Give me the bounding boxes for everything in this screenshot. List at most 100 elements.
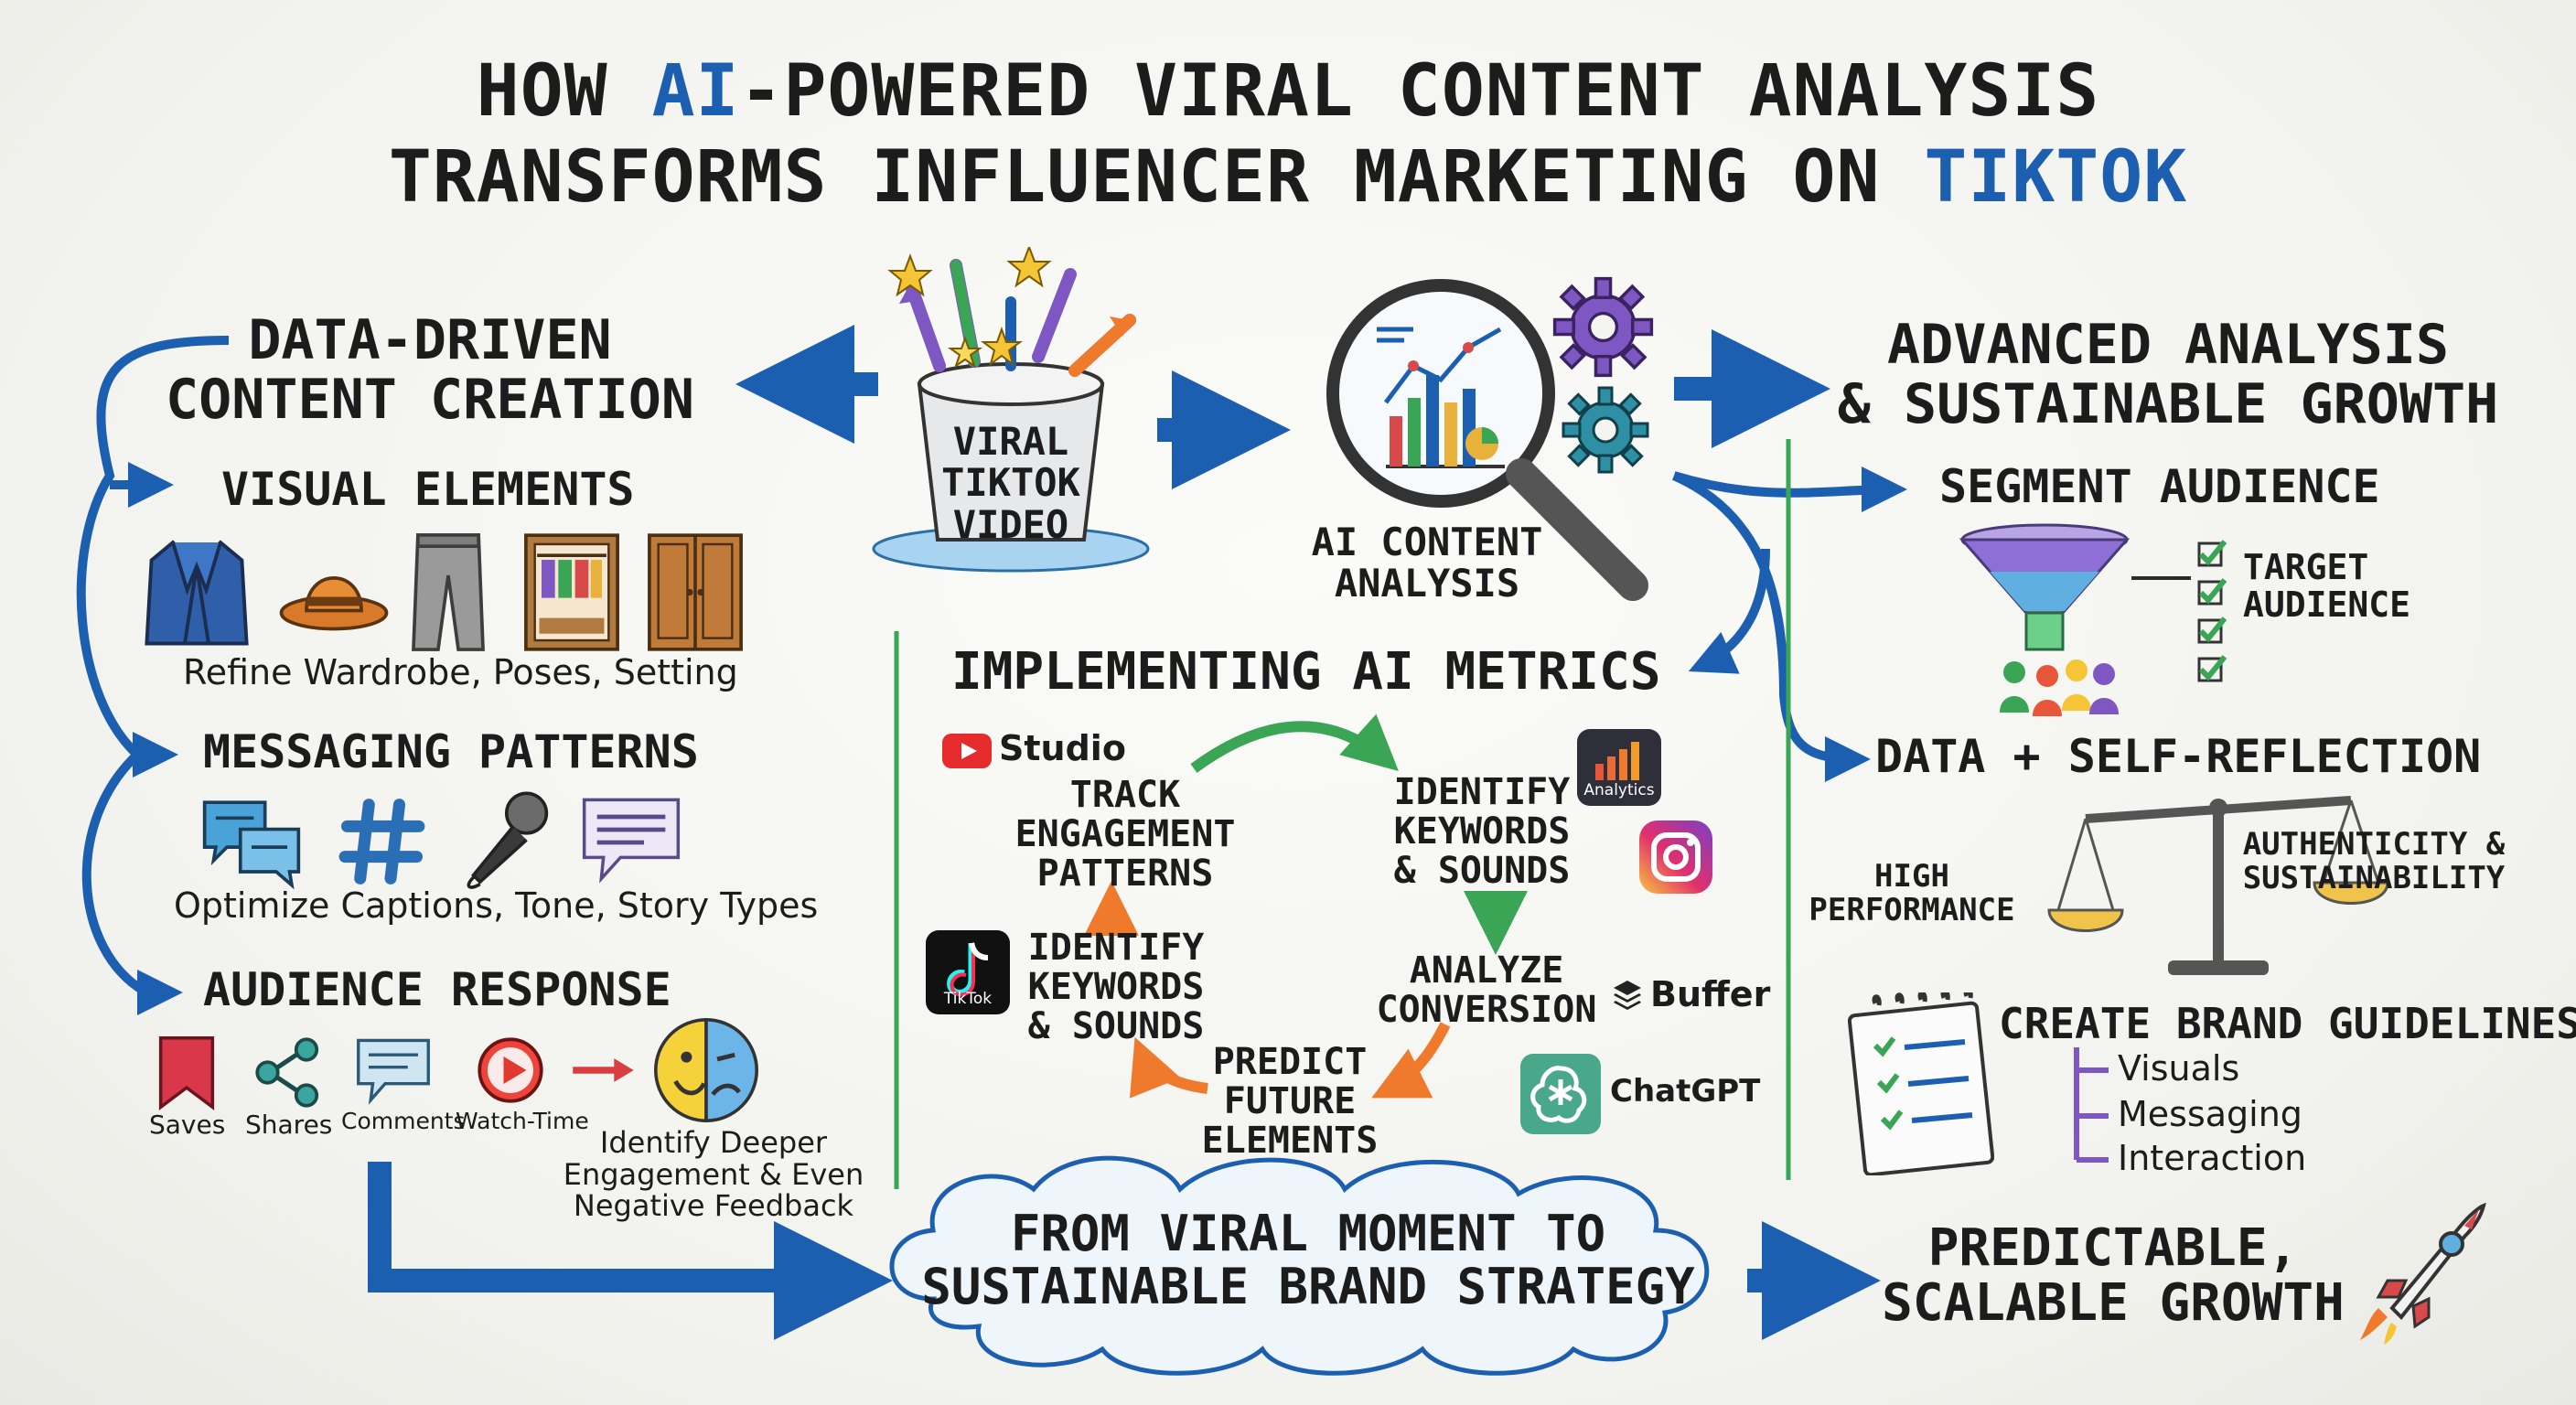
step-track-line2: ENGAGEMENT — [1014, 813, 1236, 856]
reflection-left-line2: PERFORMANCE — [1809, 891, 2015, 928]
reflection-right-line2: SUSTAINABILITY — [2242, 859, 2506, 896]
audience-note-line2: Engagement & Even — [563, 1156, 864, 1192]
watch-time-icon — [474, 1034, 547, 1107]
right-heading-line1: ADVANCED ANALYSIS — [1886, 313, 2450, 377]
microphone-icon — [457, 787, 558, 892]
target-audience-label: TARGET AUDIENCE — [2243, 547, 2411, 626]
step-track-engagement: TRACK ENGAGEMENT PATTERNS — [993, 774, 1258, 896]
audience-note-line1: Identify Deeper — [599, 1125, 828, 1160]
arrow-track-to-identify — [1190, 713, 1399, 773]
chatgpt-logo-icon — [1519, 1052, 1603, 1136]
arrow-to-segment — [1672, 467, 1907, 513]
guideline-item-interaction: Interaction — [2118, 1138, 2307, 1178]
bucket-label: VIRAL TIKTOK VIDEO — [928, 421, 1093, 545]
viral-bucket-icon — [855, 247, 1166, 576]
cloud-text-line2: SUSTAINABLE BRAND STRATEGY — [921, 1258, 1695, 1316]
messaging-patterns-caption: Optimize Captions, Tone, Story Types — [174, 885, 819, 926]
step-identify-right-line3: & SOUNDS — [1393, 850, 1571, 893]
step-analyze-line1: ANALYZE — [1409, 949, 1564, 992]
metrics-title: IMPLEMENTING AI METRICS — [951, 642, 1661, 702]
step-predict-line1: PREDICT — [1212, 1041, 1368, 1083]
brand-guidelines-title: CREATE BRAND GUIDELINES — [1999, 999, 2576, 1048]
notepad-icon — [1848, 992, 1994, 1175]
audience-item-comments: Comments — [341, 1108, 466, 1134]
step-identify-left-line1: IDENTIFY — [1027, 927, 1205, 969]
gear-purple-icon — [1551, 274, 1656, 380]
title-line2-a: TRANSFORMS INFLUENCER MARKETING ON — [388, 136, 1925, 219]
trousers-icon — [407, 531, 489, 654]
people-group-icon — [1994, 654, 2122, 718]
title-tiktok: TIKTOK — [1924, 136, 2188, 219]
cloud-text: FROM VIRAL MOMENT TO SUSTAINABLE BRAND S… — [906, 1207, 1711, 1314]
step-predict-line2: FUTURE — [1223, 1080, 1357, 1123]
guideline-item-visuals: Visuals — [2118, 1048, 2240, 1089]
funnel-icon — [1953, 521, 2136, 681]
audience-item-watch-time: Watch-Time — [456, 1108, 589, 1134]
bucket-label-line2: TIKTOK — [941, 460, 1080, 506]
step-identify-right-line1: IDENTIFY — [1393, 771, 1571, 813]
analysis-label-line1: AI CONTENT — [1311, 520, 1543, 564]
youtube-studio-label: Studio — [999, 728, 1126, 768]
title-line1-a: HOW — [476, 50, 652, 133]
title-line1-b: -POWERED VIRAL CONTENT ANALYSIS — [739, 50, 2100, 133]
mixed-emotion-face-icon — [651, 1015, 761, 1125]
left-heading-line1: DATA-DRIVEN — [248, 308, 612, 372]
reflection-left-label: HIGH PERFORMANCE — [1793, 860, 2031, 927]
left-heading-line2: CONTENT CREATION — [166, 367, 694, 432]
chat-bubbles-icon — [192, 791, 311, 892]
step-analyze-line2: CONVERSION — [1376, 989, 1597, 1032]
chatgpt-label: ChatGPT — [1610, 1073, 1761, 1110]
arrow-predict-to-identify — [1130, 1036, 1208, 1099]
bucket-label-line3: VIDEO — [952, 501, 1069, 547]
instagram-logo-icon — [1637, 819, 1714, 896]
arrow-audience-to-cloud — [368, 1162, 893, 1340]
reflection-title: DATA + SELF-REFLECTION — [1875, 730, 2482, 783]
target-audience-line2: AUDIENCE — [2243, 585, 2411, 626]
tiktok-app-icon — [924, 928, 1012, 1016]
tiktok-app-label: TikTok — [943, 990, 993, 1008]
speech-bubble-icon — [576, 791, 686, 887]
result-text-line1: PREDICTABLE, — [1927, 1218, 2299, 1278]
left-bracket-line — [76, 336, 230, 997]
step-identify-right-line2: KEYWORDS — [1393, 810, 1571, 853]
audience-note-line3: Negative Feedback — [573, 1188, 854, 1224]
gear-teal-icon — [1560, 384, 1651, 476]
youtube-logo-icon — [940, 732, 993, 770]
result-text-line2: SCALABLE GROWTH — [1882, 1273, 2345, 1334]
audience-response-title: AUDIENCE RESPONSE — [203, 963, 671, 1016]
step-track-line3: PATTERNS — [1036, 853, 1214, 896]
step-identify-left-line2: KEYWORDS — [1027, 966, 1205, 1009]
audience-item-saves: Saves — [149, 1110, 226, 1140]
comments-icon — [352, 1034, 435, 1107]
step-identify-keywords-right: IDENTIFY KEYWORDS & SOUNDS — [1372, 771, 1592, 893]
segment-audience-title: SEGMENT AUDIENCE — [1939, 460, 2380, 513]
arrow-to-metrics — [1688, 548, 1770, 674]
closet-icon — [521, 531, 622, 654]
balance-scale-icon — [2022, 782, 2415, 988]
left-heading: DATA-DRIVEN CONTENT CREATION — [146, 311, 714, 430]
magnifying-glass-icon — [1313, 265, 1660, 613]
step-identify-left-line3: & SOUNDS — [1027, 1005, 1205, 1048]
reflection-right-label: AUTHENTICITY & SUSTAINABILITY — [2232, 828, 2516, 895]
step-track-line1: TRACK — [1069, 774, 1181, 816]
step-predict-future: PREDICT FUTURE ELEMENTS — [1180, 1041, 1400, 1162]
reflection-left-line1: HIGH — [1874, 858, 1949, 895]
step-analyze-conversion: ANALYZE CONVERSION — [1363, 949, 1610, 1032]
reflection-right-line1: AUTHENTICITY & — [2242, 826, 2506, 863]
audience-note: Identify Deeper Engagement & Even Negati… — [549, 1127, 878, 1222]
right-heading-line2: & SUSTAINABLE GROWTH — [1837, 371, 2499, 436]
rocket-icon — [2351, 1189, 2488, 1345]
visual-elements-title: VISUAL ELEMENTS — [221, 463, 635, 516]
guideline-bracket — [2074, 1047, 2109, 1163]
bucket-label-line1: VIRAL — [952, 419, 1069, 464]
result-text: PREDICTABLE, SCALABLE GROWTH — [1866, 1218, 2360, 1334]
shares-icon — [252, 1034, 325, 1111]
saves-icon — [154, 1034, 220, 1111]
checklist-icon — [2194, 538, 2236, 693]
buffer-logo-icon — [1612, 979, 1643, 1014]
blazer-icon — [137, 531, 256, 649]
analytics-app-icon — [1575, 727, 1663, 808]
messaging-patterns-title: MESSAGING PATTERNS — [203, 725, 699, 778]
target-audience-line1: TARGET — [2243, 547, 2369, 587]
